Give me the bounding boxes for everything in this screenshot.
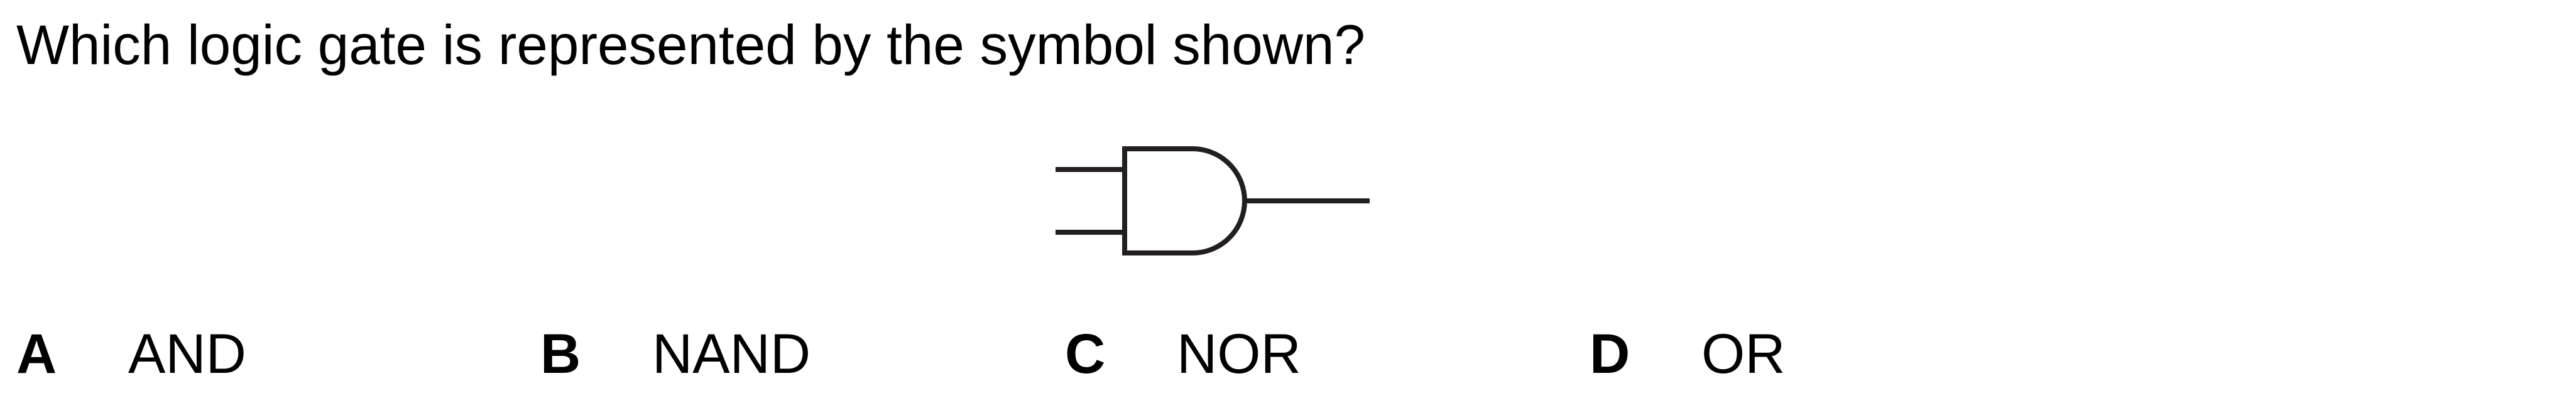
option-b-text: NAND [652,322,811,385]
option-d[interactable]: D OR [1590,321,1786,385]
option-a[interactable]: A AND [16,321,246,385]
option-d-letter: D [1590,322,1630,385]
option-b[interactable]: B NAND [540,321,810,385]
option-a-letter: A [16,322,57,385]
option-c[interactable]: C NOR [1065,321,1301,385]
option-c-text: NOR [1177,322,1301,385]
option-d-text: OR [1701,322,1786,385]
option-a-text: AND [128,322,246,385]
option-c-letter: C [1065,322,1106,385]
gate-body [1122,146,1247,255]
option-b-letter: B [540,322,581,385]
and-gate-icon [1056,141,1376,270]
question-text: Which logic gate is represented by the s… [16,13,1365,76]
